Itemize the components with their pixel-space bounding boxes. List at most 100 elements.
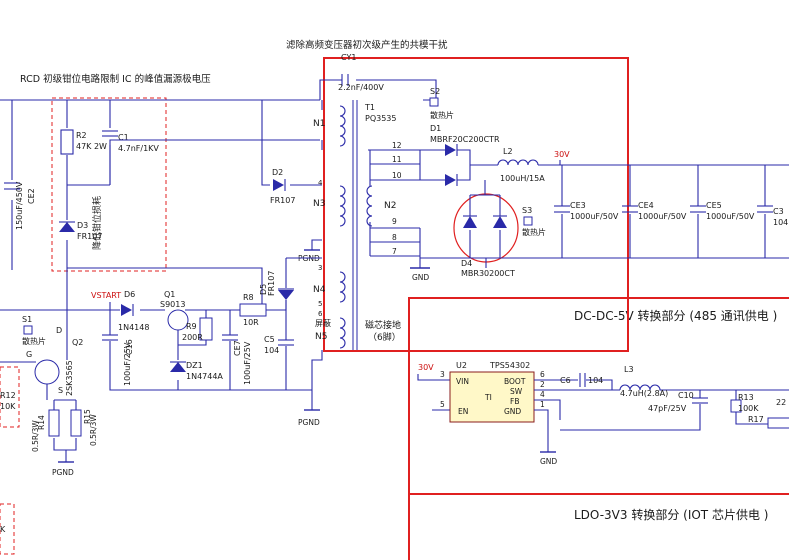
r2-resistor: [60, 129, 74, 155]
r2-value: 47K 2W: [76, 142, 107, 151]
r12-label: R12: [0, 391, 16, 400]
d2-label: D2: [272, 168, 283, 177]
q2-mosfet: [34, 359, 60, 385]
c5-wire: [285, 257, 322, 390]
c10-value: 47pF/25V: [648, 404, 687, 413]
r13-value: 100K: [738, 404, 759, 413]
d1-label: D1: [430, 124, 441, 133]
q2-wire: [0, 268, 77, 462]
k-dashed-box: [0, 503, 15, 555]
startup-wire: [0, 258, 287, 311]
u2-value: TPS54302: [489, 361, 530, 370]
gnd-dcdc-label: GND: [540, 457, 557, 466]
tp9-label: 9: [392, 217, 397, 226]
transformer-highlight-box: [323, 57, 629, 352]
d6-diode: [121, 304, 132, 316]
rcd-to-primary-wire: [67, 139, 320, 290]
r14-resistor: [48, 409, 60, 437]
n4-label: N4: [313, 285, 326, 295]
primary-ground-wire: [311, 239, 323, 400]
r17-label: R17: [748, 415, 764, 424]
c5-label: C5: [264, 335, 275, 344]
s1-heatsink: [23, 325, 33, 335]
u2-vin: VIN: [456, 377, 469, 386]
r12-dashed-box: [0, 366, 20, 428]
d2-wire: [261, 100, 322, 186]
rcd-dashed-box: [51, 97, 167, 272]
q1-label: Q1: [164, 290, 175, 299]
shield-label: 屏蔽: [315, 318, 331, 328]
tp10-label: 10: [392, 171, 402, 180]
s3-heatsink: [523, 216, 533, 226]
c16-wire: [109, 310, 312, 391]
tp8-label: 8: [392, 233, 397, 242]
l3-label: L3: [624, 365, 634, 374]
dcdc-input-wire: [417, 374, 450, 411]
ce3-label: CE3: [570, 201, 586, 210]
d2-diode: [273, 179, 284, 191]
c16-value: 100uF/25V: [123, 342, 132, 386]
c1-label: C1: [118, 133, 129, 142]
d6-value: 1N4148: [118, 323, 149, 332]
u2-gnd: GND: [504, 407, 521, 416]
n5-coil: [339, 317, 346, 349]
t1-value: PQ3535: [365, 114, 396, 123]
r15-value: 0.5R/3W: [89, 414, 98, 446]
ldo-title: LDO-3V3 转换部分 (IOT 芯片供电 ): [574, 507, 768, 522]
rcd-wire: [66, 100, 111, 268]
r12-value: 10K: [0, 402, 16, 411]
d4-diode-b: [493, 216, 507, 228]
r15-resistor: [70, 409, 82, 437]
ce3-value: 1000uF/50V: [570, 212, 619, 221]
common-mode-title: 滤除高频变压器初次级产生的共模干扰: [286, 39, 448, 51]
n5-label: N5: [315, 332, 327, 342]
q2-d-pin: D: [56, 326, 62, 335]
feedback-wire: [560, 390, 789, 431]
u2-pin3: 3: [440, 370, 445, 379]
gnd-secondary-label: GND: [412, 273, 429, 282]
d4-wire: [469, 180, 501, 268]
ce5-label: CE5: [706, 201, 722, 210]
c1-value: 4.7nF/1KV: [118, 144, 159, 153]
cy1-label: CY1: [341, 53, 356, 62]
u2-pin5: 5: [440, 400, 445, 409]
q2-label: Q2: [72, 338, 83, 347]
c3-value: 104: [773, 218, 788, 227]
q2-s-pin: S: [58, 386, 63, 395]
dcdc-section-box: [408, 297, 789, 560]
r8-value: 10R: [243, 318, 259, 327]
dz1-value: 1N4744A: [186, 372, 223, 381]
l2-value: 100uH/15A: [500, 174, 545, 183]
d2-value: FR107: [270, 196, 295, 205]
d4-diode-a: [463, 216, 477, 228]
r15-label: R15: [83, 409, 92, 424]
tp11-label: 11: [392, 155, 402, 164]
r8-resistor: [239, 303, 267, 317]
n2-coil: [366, 185, 373, 227]
r9-label: R9: [186, 322, 197, 331]
pgnd-mid-label: PGND: [298, 418, 320, 427]
s3-label: S3: [522, 206, 532, 215]
c7-value: 100uF/25V: [243, 341, 252, 385]
d3-label: D3: [77, 221, 88, 230]
ce4-label: CE4: [638, 201, 654, 210]
u2-pin2: 2: [540, 380, 545, 389]
u2-boot: BOOT: [504, 377, 526, 386]
dcdc-title: DC-DC-5V 转换部分 (485 通讯供电 ): [574, 308, 777, 323]
r9-resistor: [199, 317, 213, 341]
k-label: K: [0, 525, 6, 534]
v30b-label: 30V: [418, 363, 434, 372]
rcd-title: RCD 初级钳位电路限制 IC 的峰值漏源极电压: [20, 73, 211, 85]
t1-label: T1: [364, 103, 375, 112]
r9-value: 200R: [182, 333, 203, 342]
d4-label: D4: [461, 259, 472, 268]
q2-value: 2SK3565: [65, 360, 74, 396]
d1-value: MBRF20C200CTR: [430, 135, 500, 144]
r8-label: R8: [243, 293, 254, 302]
clamp-note: 降低钳位损耗: [91, 196, 103, 250]
secondary-pin-wires: [368, 149, 420, 257]
u2-right-wire: [534, 379, 620, 440]
l2-inductor: [497, 159, 539, 166]
s1-label: S1: [22, 315, 32, 324]
dz1-zener: [170, 362, 186, 372]
